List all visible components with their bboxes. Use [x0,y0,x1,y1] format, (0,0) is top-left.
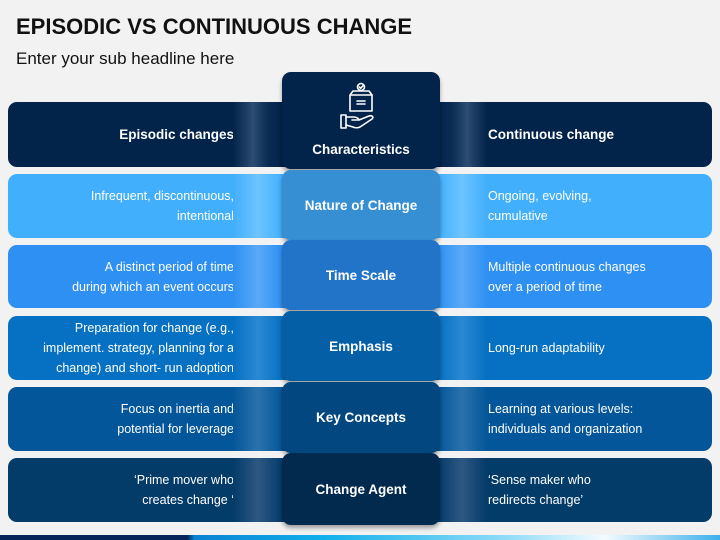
center-emphasis: Emphasis [282,311,440,381]
episodic-cell: ‘Prime mover who creates change ‘ [133,473,234,507]
fold-shade-right [437,245,487,308]
footer-gradient-bar [0,535,720,540]
episodic-header: Episodic changes [119,126,234,142]
fold-shade-left [233,387,283,451]
fold-shade-right [437,458,487,522]
center-key-concepts: Key Concepts [282,382,440,453]
fold-shade-right [437,174,487,238]
continuous-header: Continuous change [488,126,614,142]
episodic-cell: Preparation for change (e.g., implement.… [43,321,234,375]
fold-shade-left [233,458,283,522]
continuous-cell: Multiple continuous changes over a perio… [488,259,646,294]
fold-shade-left [233,174,283,238]
page-subtitle: Enter your sub headline here [16,49,235,68]
episodic-cell: A distinct period of time during which a… [72,259,234,294]
fold-shade-right [437,387,487,451]
episodic-cell: Focus on inertia and potential for lever… [117,402,234,436]
characteristics-header: Characteristics [282,72,440,169]
fold-shade-left [233,316,283,380]
characteristics-label: Characteristics [312,142,410,157]
fold-shade-right [437,316,487,380]
fold-shade-right [437,102,487,167]
center-nature-of-change: Nature of Change [282,170,440,240]
continuous-cell: Long-run adaptability [488,341,605,355]
episodic-cell: Infrequent, discontinuous, intentional [90,189,234,223]
center-time-scale: Time Scale [282,240,440,310]
fold-shade-left [233,102,283,167]
continuous-cell: Ongoing, evolving, cumulative [488,189,592,223]
center-change-agent: Change Agent [282,453,440,525]
continuous-cell: Learning at various levels: individuals … [488,402,643,436]
page-title: EPISODIC VS CONTINUOUS CHANGE [16,14,413,39]
hand-holding-box-icon [340,82,374,129]
continuous-cell: ‘Sense maker who redirects change’ [488,473,591,507]
fold-shade-left [233,245,283,308]
